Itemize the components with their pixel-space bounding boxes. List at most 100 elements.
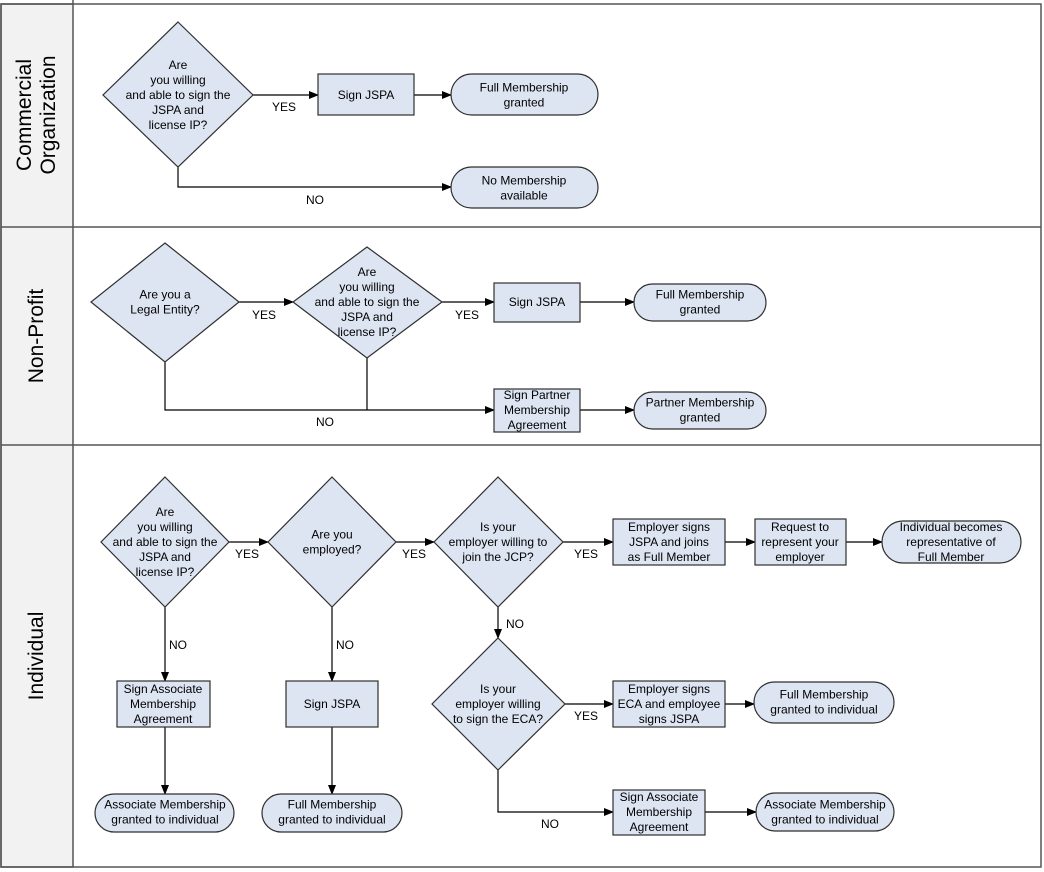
terminal-full-membership-individual: [753, 681, 895, 724]
edge-label-yes: YES: [252, 308, 276, 322]
node-label-line: Full Member: [918, 550, 985, 564]
lane-label-line: Individual: [25, 612, 48, 701]
process-sign-jspa-label: Sign JSPA: [338, 88, 394, 102]
lane-label-individual: Individual: [25, 612, 48, 701]
node-label-line: Membership: [504, 403, 570, 417]
terminal-partner-membership: [633, 391, 767, 430]
node-label-line: Is your: [480, 682, 516, 696]
node-label-line: license IP?: [149, 118, 208, 132]
node-label-line: license IP?: [338, 325, 397, 339]
node-label-line: Legal Entity?: [130, 303, 200, 317]
edge-label-yes: YES: [402, 547, 426, 561]
process-request-to-represent: [754, 518, 847, 566]
node-label-line: Employer signs: [628, 682, 710, 696]
node-label-line: Associate Membership: [764, 798, 886, 812]
process-sign-jspa: [493, 282, 581, 323]
edge-label-yes: YES: [272, 100, 296, 114]
node-label-line: granted to individual: [278, 813, 385, 827]
node-label-line: employer willing: [455, 697, 540, 711]
edge-label-yes: YES: [235, 547, 259, 561]
node-label-line: to sign the ECA?: [453, 712, 543, 726]
node-label-line: Partner Membership: [646, 396, 755, 410]
node-label-line: you willing: [339, 280, 394, 294]
node-label-line: available: [500, 189, 548, 203]
decision-willing-to-sign: [102, 21, 254, 168]
decision-employer-join-jcp: [433, 476, 564, 608]
node-label-line: Full Membership: [288, 798, 377, 812]
node-label-line: Sign Associate: [124, 682, 203, 696]
node-label-line: granted: [504, 96, 545, 110]
node-label-line: Are: [358, 265, 377, 279]
node-label-line: No Membership: [482, 174, 567, 188]
process-sign-jspa-label: Sign JSPA: [304, 697, 360, 711]
decision-willing-to-sign: [291, 246, 444, 359]
process-sign-partner-agreement: [493, 388, 581, 433]
node-label-line: signs JSPA: [639, 712, 699, 726]
terminal-no-membership: [450, 166, 599, 209]
node-label-line: Membership: [626, 805, 692, 819]
terminal-full-membership: [450, 73, 599, 116]
node-label-line: Membership: [130, 697, 196, 711]
process-sign-associate-agreement: [612, 789, 706, 836]
terminal-full-membership-individual: [261, 793, 403, 833]
node-label-line: Full Membership: [656, 288, 745, 302]
lane-header-column: [0, 3, 74, 868]
node-label-line: Sign JSPA: [509, 295, 565, 309]
edge-label-no: NO: [336, 638, 354, 652]
node-label-line: JSPA and: [139, 550, 191, 564]
edge-label-no: NO: [316, 415, 334, 429]
process-employer-signs-eca: [612, 680, 726, 728]
node-label-line: Are you: [311, 528, 352, 542]
decision-legal-entity: [90, 242, 240, 363]
lanes-frame: [0, 3, 1042, 868]
node-label-line: Agreement: [134, 712, 193, 726]
node-label-line: Full Membership: [780, 688, 869, 702]
node-label-line: employer: [775, 550, 824, 564]
node-label-line: granted to individual: [771, 813, 878, 827]
node-label-line: representative of: [906, 535, 996, 549]
node-label-line: Are: [169, 58, 188, 72]
node-label-line: granted to individual: [770, 703, 877, 717]
node-label-line: Individual becomes: [900, 520, 1003, 534]
node-label-line: you willing: [137, 520, 192, 534]
node-label-line: Sign JSPA: [338, 88, 394, 102]
process-employer-signs-jspa: [612, 518, 726, 566]
node-label-line: Sign Associate: [620, 790, 699, 804]
node-label-line: and able to sign the: [113, 535, 218, 549]
node-label-line: Are: [156, 505, 175, 519]
terminal-associate-membership: [755, 792, 895, 832]
process-sign-jspa-label: Sign JSPA: [509, 295, 565, 309]
node-label-line: Sign JSPA: [304, 697, 360, 711]
node-label-line: employed?: [303, 543, 362, 557]
lane-label-line: Organization: [37, 55, 60, 174]
node-label-line: Full Membership: [480, 81, 569, 95]
node-label-line: JSPA and: [152, 103, 204, 117]
lane-label-line: Commercial: [13, 59, 36, 171]
node-label-line: Request to: [771, 520, 829, 534]
edge-label-no: NO: [506, 617, 524, 631]
node-label-line: represent your: [761, 535, 838, 549]
node-label-line: employer willing to: [449, 535, 548, 549]
edges: [161, 91, 883, 816]
node-label-line: as Full Member: [628, 550, 711, 564]
node-label-line: Employer signs: [628, 520, 710, 534]
